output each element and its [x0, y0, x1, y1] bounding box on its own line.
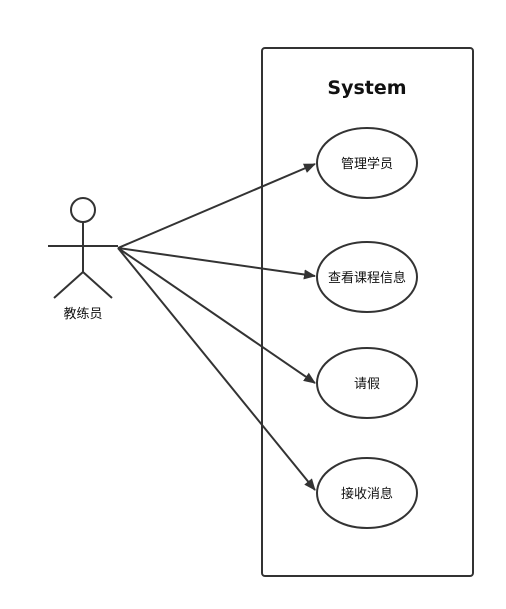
- actor-right-leg: [82, 271, 113, 299]
- association-arrow-receive-messages: [117, 247, 316, 491]
- system-title: System: [327, 77, 406, 99]
- actor-head: [70, 197, 96, 223]
- use-case-ellipse: [316, 241, 418, 313]
- association-arrow-manage-students: [117, 163, 316, 249]
- use-case-leave-request[interactable]: 请假: [316, 347, 418, 419]
- system-boundary: [261, 47, 474, 577]
- use-case-label: 接收消息: [341, 486, 393, 502]
- use-case-ellipse: [316, 457, 418, 529]
- use-case-receive-messages[interactable]: 接收消息: [316, 457, 418, 529]
- use-case-label: 请假: [354, 377, 380, 392]
- actor-figure[interactable]: [48, 197, 118, 299]
- use-case-label: 管理学员: [341, 156, 393, 172]
- association-arrow-view-course-info: [117, 247, 316, 280]
- use-case-ellipse: [316, 347, 418, 419]
- use-case-label: 查看课程信息: [328, 270, 406, 286]
- use-case-ellipse: [316, 127, 418, 199]
- association-arrow-leave-request: [117, 247, 316, 384]
- use-case-manage-students[interactable]: 管理学员: [316, 127, 418, 199]
- actor-left-leg: [53, 271, 84, 299]
- actor-label: 教练员: [63, 306, 102, 322]
- use-case-view-course-info[interactable]: 查看课程信息: [316, 241, 418, 313]
